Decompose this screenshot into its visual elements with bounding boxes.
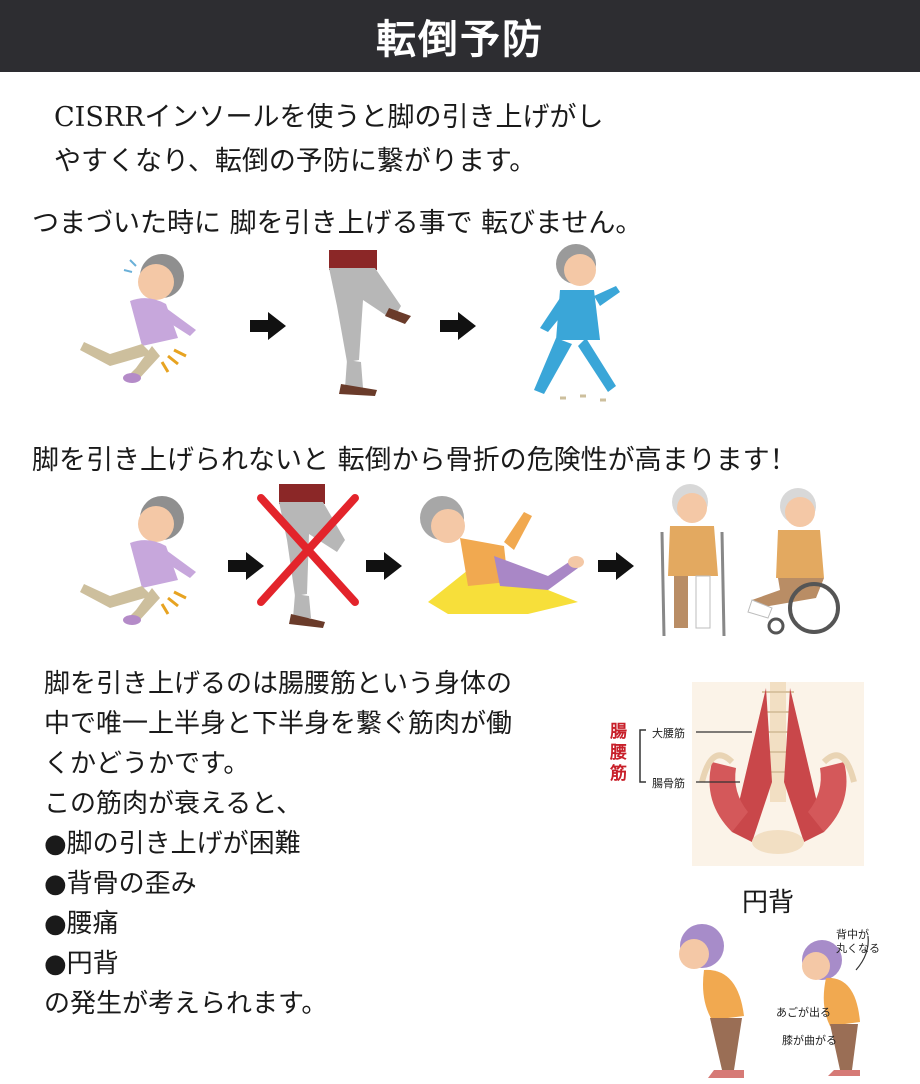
intro-line-1: CISRRインソールを使うと脚の引き上げがし <box>54 102 604 133</box>
note-back-rounded: 背中が 丸くなる <box>836 928 880 955</box>
bullet-item: ●円背 <box>44 949 119 979</box>
iliacus-label: 腸骨筋 <box>652 777 685 790</box>
intro-text: CISRRインソールを使うと脚の引き上げがし やすくなり、転倒の予防に繋がります… <box>54 96 603 184</box>
arrow-right-icon <box>228 552 264 580</box>
round-back-caption: 円背 <box>742 888 795 918</box>
stooped-elder-illustration <box>679 924 744 1078</box>
body-line: この筋肉が衰えると、 <box>44 789 303 819</box>
arrow-right-icon <box>598 552 634 580</box>
bullet-item: ●腰痛 <box>44 909 119 939</box>
pointer-lines <box>696 731 752 783</box>
row1-label: つまづいた時に 脚を引き上げる事で 転びません。 <box>32 208 643 239</box>
stumbling-elder-illustration <box>80 496 196 625</box>
page-title: 転倒予防 <box>376 17 544 63</box>
falling-elder-illustration <box>420 496 584 614</box>
body-line: 脚を引き上げるのは腸腰筋という身体の <box>44 669 513 699</box>
injured-elders-crutches-wheelchair-illustration <box>660 484 840 637</box>
psoas-major-label: 大腰筋 <box>652 727 685 740</box>
stumbling-elder-illustration <box>80 254 196 383</box>
body-line: 中で唯一上半身と下半身を繋ぐ筋肉が働 <box>44 709 513 739</box>
iliopsoas-anatomy-illustration <box>692 682 864 866</box>
walking-elder-illustration <box>534 244 620 402</box>
note-knee-bent: 膝が曲がる <box>782 1034 837 1047</box>
arrow-right-icon <box>250 312 286 340</box>
body-line: くかどうかです。 <box>44 749 250 779</box>
body-line: の発生が考えられます。 <box>44 989 328 1019</box>
stooped-elder-annotated-illustration <box>802 935 869 1076</box>
leg-lift-illustration <box>329 250 411 396</box>
note-chin-forward: あごが出る <box>776 1006 831 1019</box>
bullet-item: ●背骨の歪み <box>44 869 197 899</box>
arrow-right-icon <box>366 552 402 580</box>
row2-label: 脚を引き上げられないと 転倒から骨折の危険性が高まります！ <box>32 445 797 476</box>
leg-lift-failed-illustration <box>257 484 359 628</box>
body-text: 脚を引き上げるのは腸腰筋という身体の 中で唯一上半身と下半身を繋ぐ筋肉が働 くか… <box>44 664 512 1024</box>
iliopsoas-label: 腸腰筋 <box>610 722 627 784</box>
page-header: 転倒予防 <box>0 0 920 72</box>
bullet-item: ●脚の引き上げが困難 <box>44 829 301 859</box>
arrow-right-icon <box>440 312 476 340</box>
bracket-lines <box>639 729 646 783</box>
intro-line-2: やすくなり、転倒の予防に繋がります。 <box>54 146 537 177</box>
